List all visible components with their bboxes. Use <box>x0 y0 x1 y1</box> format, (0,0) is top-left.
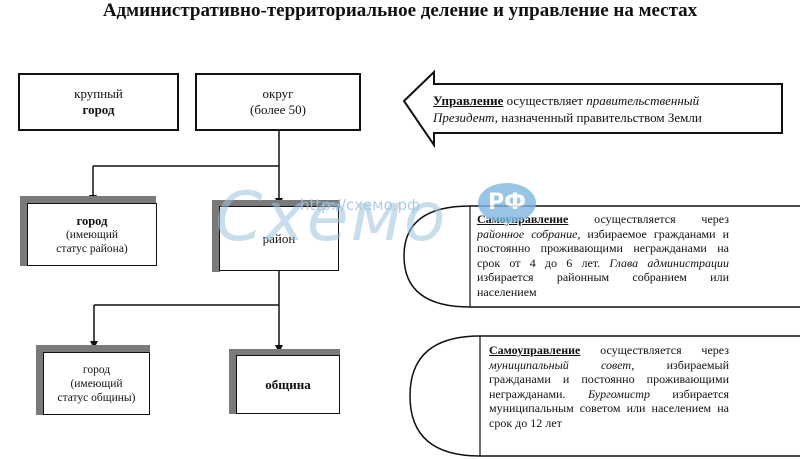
city-rayon-shadow-top <box>20 196 156 204</box>
watermark-logo: Схемо <box>215 178 448 257</box>
rayon-self-italic-2: Глава администрации <box>609 255 729 270</box>
obshchina-self-text-1: осуществляется через <box>580 343 729 357</box>
rayon-self-note: Самоуправление осуществляется через райо… <box>477 212 729 299</box>
management-arrow <box>402 69 783 149</box>
rayon-box: район <box>219 206 339 271</box>
rayon-self-italic-1: районное собрание, <box>477 226 581 241</box>
okrug-box: округ (более 50) <box>195 73 361 131</box>
rayon-shadow-top <box>212 200 340 208</box>
okrug-label: округ <box>262 86 294 101</box>
city-obshchina-shadow <box>36 345 44 415</box>
rayon-self-text-1: осуществляется через <box>568 212 729 226</box>
obshchina-self-italic-2: Бургомистр <box>587 386 650 401</box>
obshchina-shadow-top <box>229 349 340 357</box>
management-note: Управление осуществляет правительственны… <box>433 92 773 126</box>
city-rayon-box: город (имеющий статус района) <box>27 203 157 266</box>
obshchina-self-heading: Самоуправление <box>489 343 581 357</box>
city-rayon-label: город <box>76 213 108 228</box>
rayon-self-text-3: избирается районным собранием или населе… <box>477 270 729 299</box>
big-city-box: крупный город <box>18 73 179 131</box>
city-obshchina-status-2: статус общины) <box>57 391 136 404</box>
obshchina-self-text-3: избирается муниципальным советом или нас… <box>489 386 730 430</box>
big-city-label: крупный <box>74 86 123 101</box>
obshchina-self-note: Самоуправление осуществляется через муни… <box>489 343 729 430</box>
obshchina-label: община <box>265 376 311 392</box>
obshchina-self-italic-1: муниципальный совет, <box>489 357 635 372</box>
city-obshchina-shadow-top <box>36 345 150 353</box>
okrug-count: (более 50) <box>250 102 306 117</box>
obshchina-box: община <box>236 355 340 414</box>
obshchina-shadow <box>229 349 237 414</box>
page-title: Административно-территориальное деление … <box>102 0 698 21</box>
rayon-self-text-2: избираемое гражданами и постоянно прожив… <box>477 226 729 270</box>
city-obshchina-status-1: (имеющий <box>70 377 123 390</box>
rayon-label: район <box>262 230 296 246</box>
obshchina-self-text-2: избираемый гражданами и постоянно прожив… <box>489 357 729 401</box>
city-obshchina-label: город <box>82 363 111 376</box>
management-text-1: осуществляет <box>503 93 587 108</box>
city-rayon-status-1: (имеющий <box>65 228 119 241</box>
watermark-badge: РФ <box>478 183 536 223</box>
obshchina-self-frame <box>409 335 800 457</box>
rayon-shadow <box>212 200 220 272</box>
management-italic-2: Президент, <box>433 110 498 125</box>
city-rayon-shadow <box>20 196 28 266</box>
management-italic-1: правительственный <box>586 93 700 108</box>
city-obshchina-box: город (имеющий статус общины) <box>43 352 150 415</box>
city-rayon-status-2: статус района) <box>56 242 128 255</box>
management-text-2: назначенный правительством Земли <box>497 110 702 125</box>
management-heading: Управление <box>433 93 504 108</box>
watermark-url: http://схемо.рф <box>300 196 420 214</box>
big-city-label-bold: город <box>82 102 115 117</box>
rayon-self-frame <box>403 205 800 308</box>
